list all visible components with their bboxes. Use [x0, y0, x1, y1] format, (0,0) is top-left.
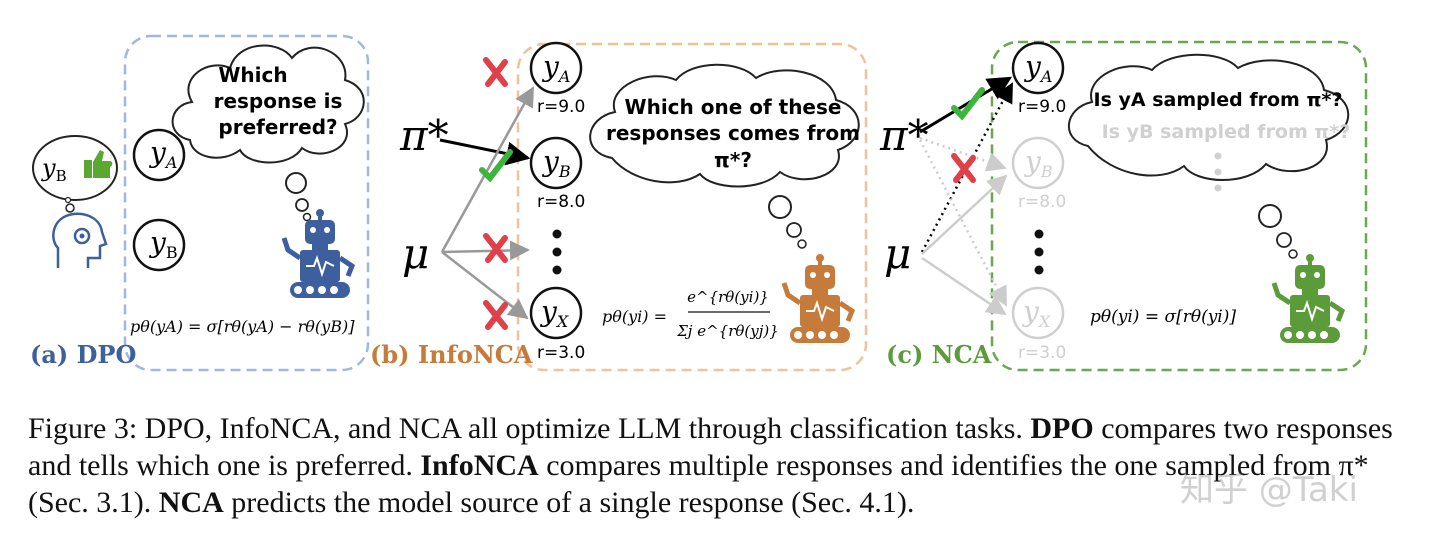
nca-robot-icon	[1271, 254, 1346, 343]
nca-bubble-line-1: Is yA sampled from π*?	[1094, 89, 1343, 111]
caption-dpo-term: DPO	[1030, 412, 1094, 445]
human-head-icon	[32, 135, 118, 268]
infonca-arrow-policy-b	[439, 138, 531, 166]
nca-arrow-policy-a	[919, 76, 1013, 134]
dpo-frame	[123, 34, 370, 372]
infonca-formula-denominator: Σj e^{rθ(yj)}	[676, 322, 779, 340]
infonca-cross-mark-dots	[483, 233, 508, 263]
infonca-formula-numerator: e^{rθ(yi)}	[687, 288, 769, 306]
infonca-cross-mark-x	[483, 300, 508, 330]
nca-formula: pθ(yi) = σ[rθ(yi)]	[1090, 307, 1236, 327]
nca-response-b-label: yB	[1023, 145, 1053, 181]
infonca-response-x-node	[529, 286, 583, 340]
nca-response-x-label: yX	[1021, 295, 1051, 331]
dpo-robot-icon	[281, 209, 356, 298]
infonca-prior-label: μ	[402, 229, 429, 278]
dpo-panel-label: (a) DPO	[30, 340, 136, 369]
panel-infonca: π* μ yA r=9.0 yB r=8.0 yX r=3.0	[370, 41, 868, 372]
infonca-reward-a: r=9.0	[537, 97, 585, 117]
thumbs-up-icon	[84, 150, 113, 178]
infonca-bubble-line-2: responses comes from	[606, 121, 860, 145]
panel-dpo: yB Which response is preferred? yA yB	[30, 34, 370, 372]
nca-reward-b: r=8.0	[1018, 192, 1066, 212]
nca-cross-mark	[951, 153, 976, 183]
infonca-response-a-label: yA	[541, 50, 570, 86]
nca-arrow-policy-x	[918, 139, 1008, 307]
infonca-cross-mark-a	[483, 57, 508, 87]
nca-arrow-prior-x	[921, 256, 1007, 316]
dpo-bubble-line-3: preferred?	[218, 115, 337, 139]
nca-bubble-dots	[1214, 152, 1222, 192]
nca-thought-cloud	[1068, 53, 1350, 259]
infonca-robot-icon	[781, 254, 856, 343]
nca-reward-a: r=9.0	[1018, 97, 1066, 117]
caption-infonca-term: InfoNCA	[420, 449, 539, 482]
caption-lead: Figure 3: DPO, InfoNCA, and NCA all opti…	[28, 412, 1023, 445]
nca-bubble-line-2: Is yB sampled from π*?	[1102, 121, 1351, 143]
infonca-thought-cloud	[589, 63, 860, 249]
human-pref-label: yB	[41, 154, 67, 185]
nca-prior-label: μ	[884, 229, 911, 278]
infonca-bubble-line-1: Which one of these	[625, 95, 842, 119]
nca-reward-x: r=3.0	[1018, 343, 1066, 363]
panel-nca: π* μ yA r=9.0 yB r=8.0 yX r=3.0	[879, 40, 1368, 372]
dpo-thought-cloud	[171, 44, 365, 222]
nca-response-a-label: yA	[1023, 50, 1052, 86]
figure-caption: Figure 3: DPO, InfoNCA, and NCA all opti…	[28, 410, 1418, 521]
infonca-arrow-prior-a	[440, 86, 535, 253]
watermark: 知乎 @Taki	[1180, 470, 1358, 510]
infonca-response-b-node	[529, 136, 583, 190]
caption-dpo-text: compares two responses and tells which o…	[28, 412, 1393, 482]
nca-arrow-prior-b	[921, 174, 1008, 255]
dpo-bubble-line-2: response is	[214, 89, 343, 113]
nca-response-b-node	[1011, 136, 1065, 190]
infonca-response-a-node	[529, 41, 583, 95]
infonca-check-mark-b	[479, 149, 513, 183]
caption-nca-term: NCA	[158, 486, 224, 519]
nca-response-x-node	[1011, 286, 1065, 340]
nca-panel-label: (c) NCA	[886, 340, 992, 369]
nca-arrow-prior-a	[920, 82, 1014, 253]
nca-check-mark	[951, 87, 985, 121]
dpo-response-a-label: yA	[148, 136, 177, 172]
infonca-arrow-prior-x	[441, 251, 529, 320]
infonca-policy-label: π*	[399, 111, 449, 160]
dpo-formula: pθ(yA) = σ[rθ(yA) − rθ(yB)]	[130, 317, 355, 336]
dpo-response-b-label: yB	[148, 226, 178, 262]
dpo-response-b-node	[132, 218, 186, 272]
infonca-arrow-prior-dots	[441, 240, 530, 261]
nca-ellipsis-dots	[1034, 229, 1044, 275]
infonca-bubble-line-3: π*?	[714, 148, 752, 172]
infonca-response-x-label: yX	[539, 295, 569, 331]
infonca-ellipsis-dots	[552, 229, 562, 275]
dpo-response-a-node	[132, 128, 186, 182]
caption-infonca-text: compares multiple responses and identifi…	[28, 449, 1369, 519]
nca-response-a-node	[1011, 41, 1065, 95]
infonca-reward-x: r=3.0	[537, 343, 585, 363]
infonca-formula-left: pθ(yi) =	[602, 307, 667, 326]
infonca-response-b-label: yB	[541, 145, 571, 181]
infonca-panel-label: (b) InfoNCA	[370, 340, 533, 369]
nca-policy-label: π*	[879, 111, 929, 160]
infonca-reward-b: r=8.0	[537, 192, 585, 212]
dpo-bubble-line-1: Which	[218, 63, 287, 87]
nca-frame	[990, 40, 1368, 372]
infonca-frame	[516, 42, 868, 372]
caption-nca-text: predicts the model source of a single re…	[231, 486, 915, 519]
